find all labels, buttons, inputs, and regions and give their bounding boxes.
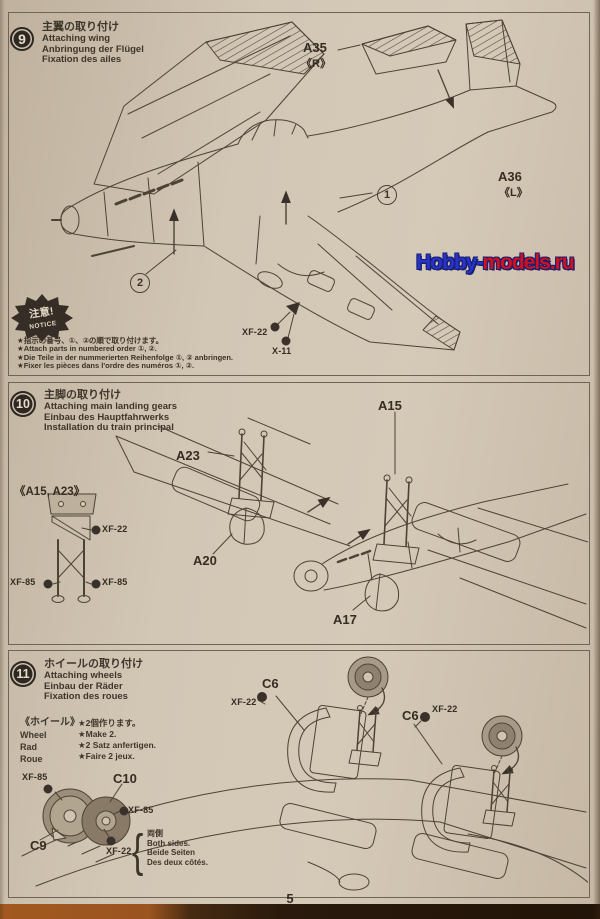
photo-edge-left <box>0 0 5 919</box>
wheel-note-make: ★2個作ります。 ★Make 2. ★2 Satz anfertigen. ★F… <box>78 718 156 762</box>
step10-title-block: 主脚の取り付け Attaching main landing gears Ein… <box>44 388 177 434</box>
step-number-badge-9: 9 <box>10 27 34 51</box>
wheel-label-fr: Roue <box>20 754 43 764</box>
step9-title-ja: 主翼の取り付け <box>42 21 119 33</box>
wheel-label-ja: 《ホイール》 <box>20 717 80 728</box>
step11-title-fr: Fixation des roues <box>44 691 128 702</box>
paint-label-xf85-wheel-right: XF-85 <box>128 805 154 815</box>
make-line-ja: ★2個作ります。 <box>78 718 141 728</box>
panel-step-9 <box>8 12 590 376</box>
step11-title-block: ホイールの取り付け Attaching wheels Einbau der Rä… <box>44 657 143 703</box>
notice-line-fr: ★Fixer les pièces dans l'ordre des numér… <box>17 360 195 370</box>
inset-paint-xf85-left: XF-85 <box>10 577 36 587</box>
part-label-c6-right: C6 <box>402 708 419 723</box>
part-label-c10: C10 <box>113 771 137 786</box>
part-side-a35: 《R》 <box>301 58 331 70</box>
step-number-badge-11: 11 <box>10 661 36 687</box>
step9-diagram <box>51 19 557 351</box>
sequence-callout-1: 1 <box>377 185 397 205</box>
part-label-c9: C9 <box>30 838 47 853</box>
both-sides-en: Both sides. <box>147 838 191 848</box>
make-line-en: ★Make 2. <box>78 729 117 739</box>
part-label-a20: A20 <box>193 553 217 568</box>
photo-table-edge <box>0 904 600 919</box>
part-side-a36: 《L》 <box>499 187 528 199</box>
make-line-fr: ★Faire 2 jeux. <box>78 751 135 761</box>
step9-title-en: Attaching wing <box>42 33 111 44</box>
paint-label-xf22-c6-right: XF-22 <box>432 704 458 714</box>
sequence-callout-2: 2 <box>130 273 150 293</box>
notice-line-ja: ★指示の番号、①、②の順で取り付けます。 <box>17 336 164 345</box>
notice-starburst: 注意! NOTICE <box>11 294 73 342</box>
step9-title-block: 主翼の取り付け Attaching wing Anbringung der Fl… <box>42 20 144 66</box>
watermark-red: models.ru <box>482 251 574 274</box>
both-sides-block: 両側 Both sides. Beide Seiten Des deux côt… <box>147 829 208 867</box>
both-sides-brace: { <box>132 826 144 878</box>
step9-title-fr: Fixation des ailes <box>42 54 122 65</box>
notice-badge-ja: 注意! <box>28 304 54 320</box>
step10-title-fr: Installation du train principal <box>44 422 174 433</box>
part-label-a17: A17 <box>333 612 357 627</box>
part-label-a23: A23 <box>176 448 200 463</box>
paint-label-xf22-wheel: XF-22 <box>106 846 132 856</box>
step11-diagram <box>21 656 588 891</box>
step11-title-de: Einbau der Räder <box>44 680 123 692</box>
both-sides-de: Beide Seiten <box>147 848 196 858</box>
paint-label-xf22-c6-left: XF-22 <box>231 697 257 707</box>
step10-title-en: Attaching main landing gears <box>44 401 178 412</box>
inset-label-a15-a23: 《A15, A23》 <box>14 486 86 498</box>
notice-line-de: ★Die Teile in der nummerierten Reihenfol… <box>17 352 233 362</box>
step11-title-ja: ホイールの取り付け <box>44 658 143 670</box>
inset-paint-xf85-right: XF-85 <box>102 577 128 587</box>
paint-label-xf22-step9: XF-22 <box>242 327 268 337</box>
step10-title-de: Einbau des Hauptfahrwerks <box>44 411 170 423</box>
notice-badge-en: NOTICE <box>29 320 57 331</box>
wheel-label-de: Rad <box>20 742 38 752</box>
part-label-c6-left: C6 <box>262 676 279 691</box>
part-label-a35: A35 <box>303 40 327 55</box>
inset-paint-xf22: XF-22 <box>102 524 128 534</box>
panel-step-10 <box>8 382 590 645</box>
paint-label-xf85-wheel-top: XF-85 <box>22 772 48 782</box>
paint-label-x11-step9: X-11 <box>272 346 292 356</box>
wheel-label-en: Wheel <box>20 730 47 740</box>
watermark: Hobby-models.ru <box>416 251 575 275</box>
part-label-a15: A15 <box>378 398 402 413</box>
step10-diagram <box>43 411 588 629</box>
notice-text-block: ★指示の番号、①、②の順で取り付けます。 ★Attach parts in nu… <box>17 336 233 370</box>
make-line-de: ★2 Satz anfertigen. <box>78 740 156 750</box>
page-number: 5 <box>286 891 294 906</box>
wheel-note-labels: 《ホイール》 Wheel Rad Roue <box>20 716 80 765</box>
step11-title-en: Attaching wheels <box>44 670 123 681</box>
photo-edge-right <box>593 0 600 919</box>
both-sides-ja: 両側 <box>147 829 163 838</box>
step9-title-de: Anbringung der Flügel <box>42 43 144 55</box>
watermark-blue: Hobby- <box>416 251 483 274</box>
both-sides-fr: Des deux côtés. <box>147 857 208 867</box>
step-number-badge-10: 10 <box>10 391 36 417</box>
notice-line-en: ★Attach parts in numbered order ①, ②. <box>17 344 157 354</box>
panel-step-11 <box>8 650 590 898</box>
part-label-a36: A36 <box>498 169 522 184</box>
step10-title-ja: 主脚の取り付け <box>44 389 121 401</box>
